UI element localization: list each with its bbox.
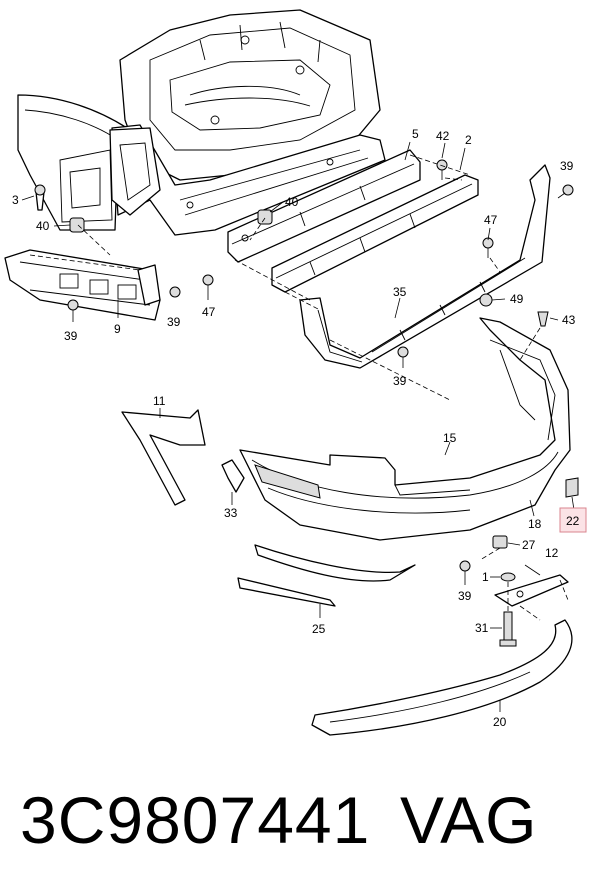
callout-40-left: 40 — [36, 219, 50, 233]
bumper-cover-15 — [239, 317, 571, 541]
callout-39-c: 39 — [560, 159, 574, 173]
callout-9: 9 — [114, 322, 121, 336]
bracket-12 — [494, 574, 569, 607]
screw-39-c — [557, 184, 574, 199]
clip-27 — [492, 535, 508, 549]
washer-1 — [500, 572, 516, 582]
trim-25 — [237, 577, 336, 607]
callout-39-b: 39 — [167, 315, 181, 329]
bolt-47-left — [202, 274, 214, 300]
callout-47-left: 47 — [202, 305, 216, 319]
callout-12: 12 — [545, 546, 559, 560]
callout-3: 3 — [12, 193, 19, 207]
callout-43: 43 — [562, 313, 576, 327]
fasteners — [34, 159, 579, 647]
callout-2: 2 — [465, 133, 472, 147]
impact-beam-5 — [227, 149, 421, 263]
callout-22-highlight — [559, 507, 587, 533]
diffuser-strip — [254, 544, 416, 582]
assembly-lines — [29, 154, 569, 621]
screw-39-e — [459, 560, 471, 585]
bolt-31 — [499, 611, 517, 647]
callout-49: 49 — [510, 292, 524, 306]
callout-15: 15 — [443, 431, 457, 445]
screw-39-a — [67, 299, 79, 322]
leader-lines — [21, 141, 575, 712]
bolt-47-right — [482, 237, 494, 258]
clip-40-right — [257, 209, 273, 225]
callout-1: 1 — [482, 570, 489, 584]
clip-43 — [537, 311, 549, 327]
energy-absorber-2 — [271, 174, 479, 293]
nut-49 — [479, 293, 493, 307]
screw-39-d — [397, 346, 409, 368]
callout-labels: 3 40 9 39 39 47 40 5 42 2 39 47 49 35 43… — [12, 127, 580, 729]
callout-5: 5 — [412, 127, 419, 141]
callout-20: 20 — [493, 715, 507, 729]
callout-47-right: 47 — [484, 213, 498, 227]
cap-22 — [565, 477, 579, 498]
bolt-42 — [436, 159, 448, 180]
callout-31: 31 — [475, 621, 489, 635]
callout-33: 33 — [224, 506, 238, 520]
trim-11 — [121, 409, 206, 506]
brand-name: VAG — [400, 783, 538, 857]
callout-11: 11 — [153, 394, 166, 408]
screw-39-b — [169, 286, 181, 298]
callout-40-right: 40 — [285, 195, 299, 209]
screw-3 — [34, 184, 46, 211]
callout-22: 22 — [566, 514, 580, 528]
callout-25: 25 — [312, 622, 326, 636]
bumper-guide-35 — [299, 164, 551, 369]
trim-33 — [221, 459, 245, 493]
clip-40-left — [69, 217, 85, 233]
part-number: 3C9807441 — [20, 783, 371, 857]
spoiler-20 — [311, 619, 573, 736]
callout-42: 42 — [436, 129, 450, 143]
callout-39-d: 39 — [393, 374, 407, 388]
bracket-9 — [4, 249, 161, 321]
callout-39-e: 39 — [458, 589, 472, 603]
callout-27: 27 — [522, 538, 536, 552]
parts-diagram: 3 40 9 39 39 47 40 5 42 2 39 47 49 35 43… — [4, 9, 587, 736]
car-body-shell — [17, 9, 386, 236]
callout-35: 35 — [393, 285, 407, 299]
callout-39-a: 39 — [64, 329, 78, 343]
callout-18: 18 — [528, 517, 542, 531]
